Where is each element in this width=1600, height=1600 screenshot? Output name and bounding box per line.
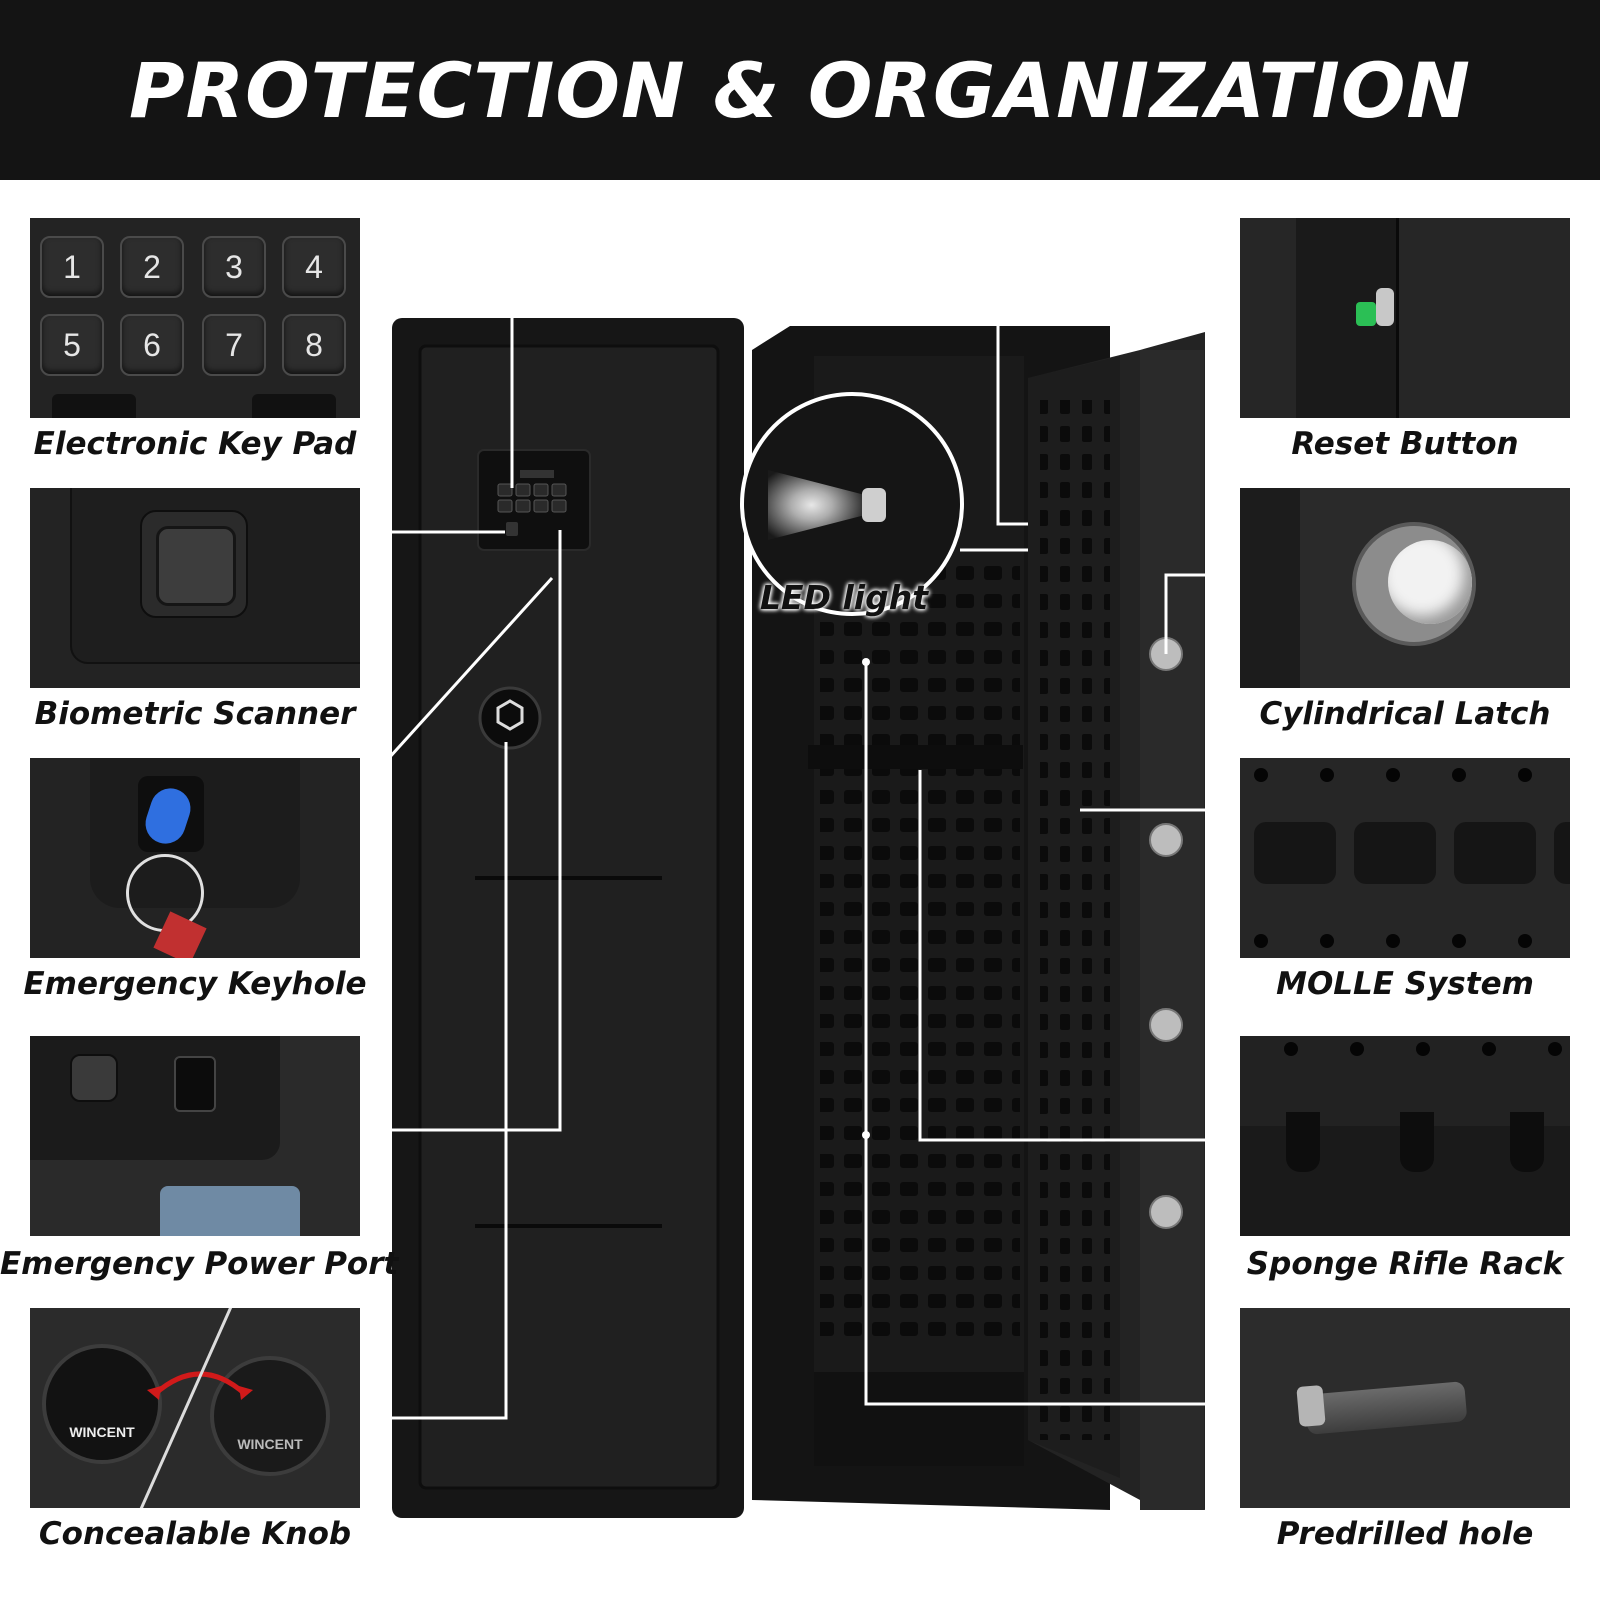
led-light-label: LED light bbox=[760, 578, 928, 617]
feature-label-electronic-key-pad: Electronic Key Pad bbox=[33, 426, 357, 462]
predrilled-hole-thumbnail bbox=[1240, 1308, 1570, 1508]
keypad-key: 7 bbox=[202, 314, 266, 376]
keypad-bottom-button bbox=[52, 394, 136, 418]
battery-pack bbox=[160, 1186, 300, 1236]
power-port bbox=[174, 1056, 216, 1112]
reset-button-icon bbox=[1356, 302, 1376, 326]
fingerprint-icon bbox=[156, 526, 236, 606]
feature-label-biometric-scanner: Biometric Scanner bbox=[34, 696, 356, 732]
knob-thumbnail: WINCENT WINCENT bbox=[30, 1308, 360, 1508]
keypad-bottom-button bbox=[252, 394, 336, 418]
keypad-key: 5 bbox=[40, 314, 104, 376]
power-port-thumbnail bbox=[30, 1036, 360, 1236]
reset-button-thumbnail bbox=[1240, 218, 1570, 418]
feature-label-emergency-power-port: Emergency Power Port bbox=[0, 1246, 399, 1282]
fingerprint-reader bbox=[140, 510, 248, 618]
feature-label-molle-system: MOLLE System bbox=[1276, 966, 1534, 1002]
feature-label-predrilled-hole: Predrilled hole bbox=[1276, 1516, 1534, 1552]
page-title: PROTECTION & ORGANIZATION bbox=[128, 45, 1472, 135]
brand-label: WINCENT bbox=[237, 1436, 303, 1452]
knob-icon: WINCENT bbox=[42, 1344, 162, 1464]
keypad-thumbnail: 1 2 3 4 5 6 7 8 bbox=[30, 218, 360, 418]
keypad-key: 2 bbox=[120, 236, 184, 298]
feature-label-concealable-knob: Concealable Knob bbox=[38, 1516, 352, 1552]
brand-label: WINCENT bbox=[69, 1424, 135, 1440]
latch-bolt-icon bbox=[1388, 540, 1472, 624]
keypad-key: 8 bbox=[282, 314, 346, 376]
anchor-bolt-icon bbox=[1304, 1381, 1468, 1435]
keypad-key: 4 bbox=[282, 236, 346, 298]
feature-label-sponge-rifle-rack: Sponge Rifle Rack bbox=[1246, 1246, 1564, 1282]
feature-label-cylindrical-latch: Cylindrical Latch bbox=[1259, 696, 1551, 732]
molle-thumbnail bbox=[1240, 758, 1570, 958]
keypad-key: 3 bbox=[202, 236, 266, 298]
keypad-key: 1 bbox=[40, 236, 104, 298]
fingerprint-icon bbox=[70, 1054, 118, 1102]
keypad-key: 6 bbox=[120, 314, 184, 376]
keyhole-thumbnail bbox=[30, 758, 360, 958]
feature-label-emergency-keyhole: Emergency Keyhole bbox=[23, 966, 367, 1002]
latch-thumbnail bbox=[1240, 488, 1570, 688]
knob-icon: WINCENT bbox=[210, 1356, 330, 1476]
rotate-arrow-icon bbox=[147, 1371, 253, 1400]
feature-label-reset-button: Reset Button bbox=[1291, 426, 1519, 462]
header-banner: PROTECTION & ORGANIZATION bbox=[0, 0, 1600, 180]
biometric-thumbnail bbox=[30, 488, 360, 688]
rifle-rack-thumbnail bbox=[1240, 1036, 1570, 1236]
